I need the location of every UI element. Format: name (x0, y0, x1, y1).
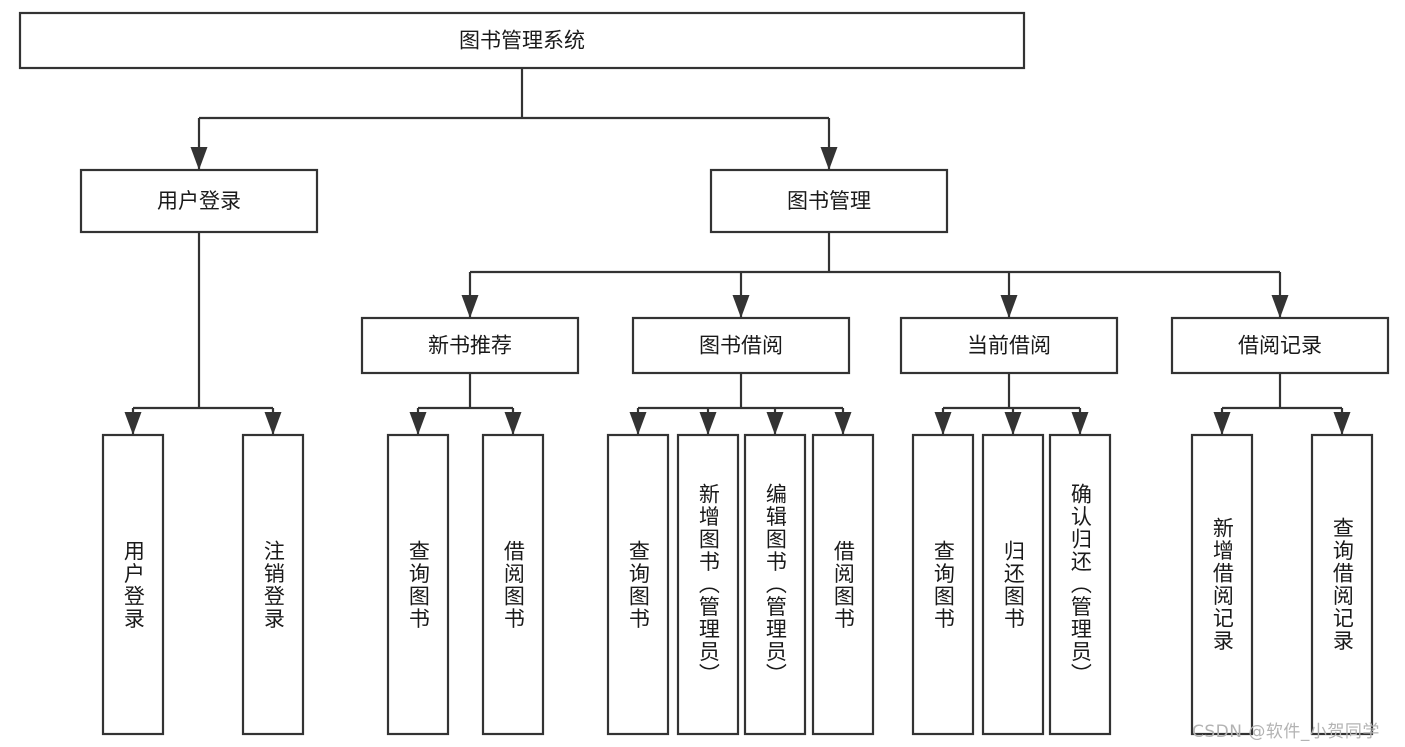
node-box-leaf-query-book-borrow[interactable] (606, 433, 670, 736)
node-box-book-manage[interactable] (709, 168, 949, 234)
arrow-head-icon (732, 295, 750, 318)
node-box-borrow-record[interactable] (1170, 316, 1390, 375)
node-label-root: 图书管理系统 (459, 29, 585, 53)
arrow-head-icon (461, 295, 479, 318)
node-label-user-login: 用户登录 (157, 189, 241, 213)
node-label-book-manage: 图书管理 (787, 189, 871, 213)
arrow-head-icon (1213, 412, 1231, 435)
node-label-book-borrow: 图书借阅 (699, 334, 783, 358)
node-label-new-book-recommend: 新书推荐 (428, 334, 512, 358)
node-box-leaf-confirm-return[interactable] (1048, 433, 1112, 736)
node-box-leaf-query-book-current[interactable] (911, 433, 975, 736)
node-box-leaf-query-borrow-record[interactable] (1310, 433, 1374, 736)
csdn-watermark: CSDN @软件_小贺同学 (1192, 722, 1380, 742)
arrow-head-icon (1271, 295, 1289, 318)
node-box-leaf-add-borrow-record[interactable] (1190, 433, 1254, 736)
arrow-head-icon (190, 147, 208, 170)
node-label-current-borrow: 当前借阅 (967, 334, 1051, 358)
arrow-head-icon (1000, 295, 1018, 318)
arrow-head-icon (1071, 412, 1089, 435)
arrow-head-icon (820, 147, 838, 170)
node-box-leaf-borrow-book[interactable] (811, 433, 875, 736)
node-box-root[interactable] (18, 11, 1026, 70)
arrow-head-icon (934, 412, 952, 435)
node-box-new-book-recommend[interactable] (360, 316, 580, 375)
node-box-leaf-borrow-book-recommend[interactable] (481, 433, 545, 736)
node-box-leaf-return-book[interactable] (981, 433, 1045, 736)
arrow-head-icon (504, 412, 522, 435)
node-box-leaf-add-book[interactable] (676, 433, 740, 736)
arrow-head-icon (409, 412, 427, 435)
node-box-current-borrow[interactable] (899, 316, 1119, 375)
connectors-layer (124, 68, 1351, 435)
node-box-book-borrow[interactable] (631, 316, 851, 375)
node-label-borrow-record: 借阅记录 (1238, 334, 1322, 358)
arrow-head-icon (124, 412, 142, 435)
arrow-head-icon (1333, 412, 1351, 435)
arrow-head-icon (264, 412, 282, 435)
node-box-leaf-user-login[interactable] (101, 433, 165, 736)
node-box-leaf-query-book-recommend[interactable] (386, 433, 450, 736)
arrow-head-icon (834, 412, 852, 435)
arrow-head-icon (766, 412, 784, 435)
arrow-head-icon (1004, 412, 1022, 435)
arrow-head-icon (629, 412, 647, 435)
node-box-leaf-logout[interactable] (241, 433, 305, 736)
node-box-user-login[interactable] (79, 168, 319, 234)
arrow-head-icon (699, 412, 717, 435)
node-boxes-layer (18, 11, 1390, 736)
node-box-leaf-edit-book[interactable] (743, 433, 807, 736)
